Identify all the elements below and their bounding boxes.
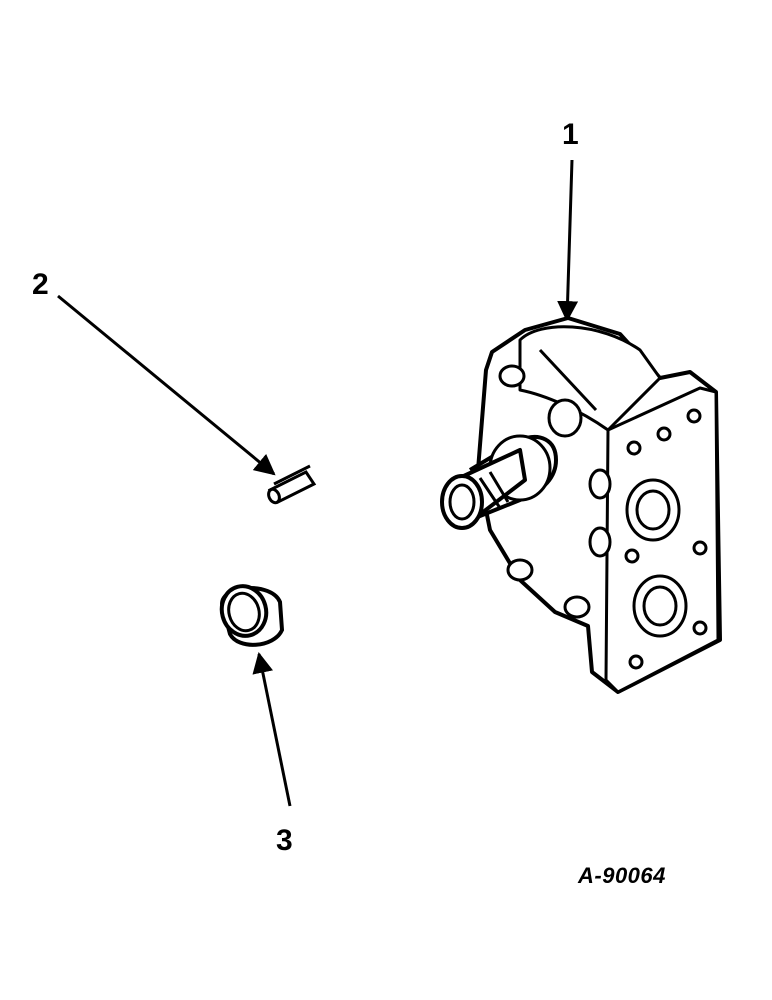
pump-assembly-part [440, 316, 722, 694]
leader-line-1 [557, 159, 579, 323]
callout-number-3: 3 [276, 824, 293, 857]
leader-line-2 [57, 294, 276, 476]
leader-line-3 [252, 651, 292, 807]
callout-number-2: 2 [32, 268, 49, 301]
key-part [267, 464, 317, 505]
callout-number-1: 1 [562, 118, 579, 151]
figure-code: A-90064 [578, 863, 666, 888]
seal-ring-part [219, 584, 285, 647]
